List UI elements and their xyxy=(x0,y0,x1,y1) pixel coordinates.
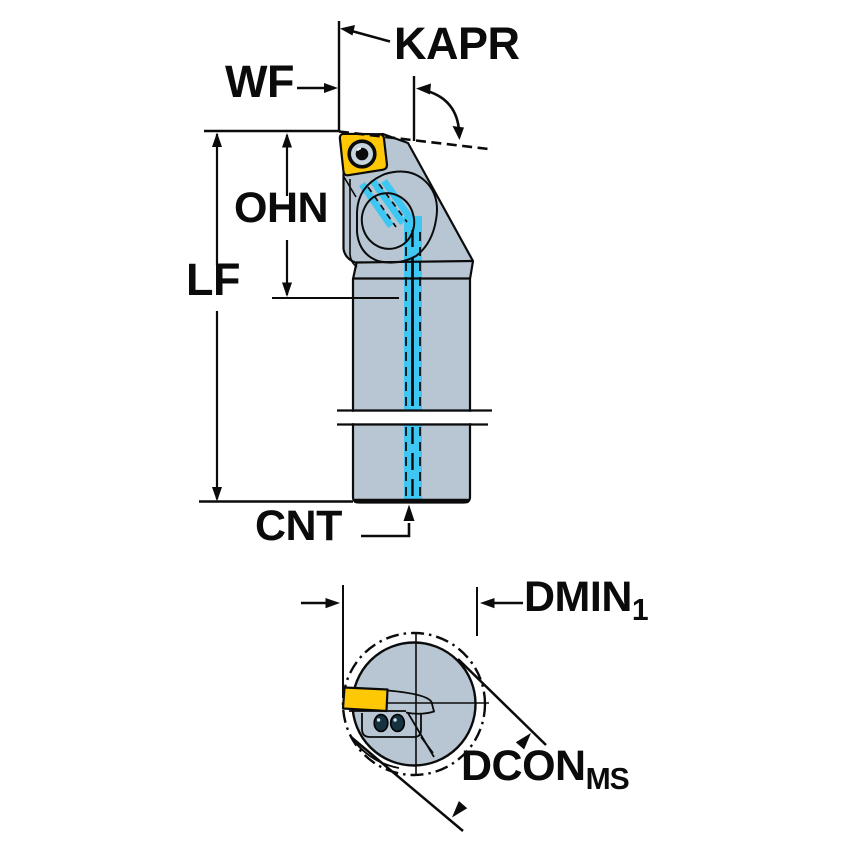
cnt-arrowhead xyxy=(403,504,415,521)
insert-seat-bore xyxy=(360,192,416,250)
side-view-tool-body xyxy=(336,132,493,504)
kapr-leader-arrow xyxy=(340,25,355,36)
kapr-arc-arrow-start xyxy=(416,83,431,95)
pocket-corner-line xyxy=(343,176,357,198)
ohn-arrow-top xyxy=(282,133,292,148)
side-view-dimensions xyxy=(199,21,494,538)
dcon-tangent-lower xyxy=(350,736,464,832)
coolant-dash-b xyxy=(378,183,408,223)
lf-arrow-bottom xyxy=(212,487,222,502)
coolant-outlet-holes xyxy=(373,713,406,733)
dmin-arrowhead-left xyxy=(325,598,340,609)
label-dcon-text: DCON xyxy=(461,742,586,790)
insert-end-view xyxy=(341,686,389,713)
label-dcon: DCONMS xyxy=(461,742,630,797)
kapr-angle-arc xyxy=(423,88,461,131)
kapr-arc-arrow-end xyxy=(452,126,464,140)
label-ohn: OHN xyxy=(234,184,329,232)
pocket-outline xyxy=(356,170,438,264)
label-kapr: KAPR xyxy=(394,21,520,66)
label-lf-text: LF xyxy=(186,254,240,305)
wf-arrowhead xyxy=(324,83,338,93)
label-cnt-text: CNT xyxy=(255,502,342,550)
dcon-arrowhead-lower xyxy=(452,801,468,818)
label-ohn-text: OHN xyxy=(234,184,329,232)
label-dmin-text: DMIN xyxy=(524,573,632,621)
workpiece-surface-line xyxy=(338,130,494,151)
side-facet-line xyxy=(349,179,358,268)
lf-arrow-top xyxy=(212,132,222,147)
dcon-arrowhead-upper xyxy=(515,733,531,750)
label-cnt: CNT xyxy=(255,505,342,548)
label-dmin-subscript: 1 xyxy=(631,594,649,628)
label-dmin: DMIN1 xyxy=(524,573,649,628)
label-dcon-subscript: MS xyxy=(585,763,630,797)
dcon-tangent-upper xyxy=(457,658,547,746)
ohn-arrow-bottom xyxy=(282,282,292,297)
label-wf-text: WF xyxy=(225,56,294,107)
dmin-arrowhead-right xyxy=(480,598,495,609)
end-view xyxy=(301,585,547,832)
clamp-screw xyxy=(347,139,377,169)
break-gap xyxy=(336,411,493,424)
label-lf: LF xyxy=(186,257,240,302)
cnt-leader-line xyxy=(361,523,411,538)
kapr-leader-line xyxy=(347,28,391,43)
neck-line-upper xyxy=(355,259,474,264)
coolant-dash-a xyxy=(367,186,397,228)
label-kapr-text: KAPR xyxy=(394,18,520,69)
label-wf: WF xyxy=(225,59,294,104)
